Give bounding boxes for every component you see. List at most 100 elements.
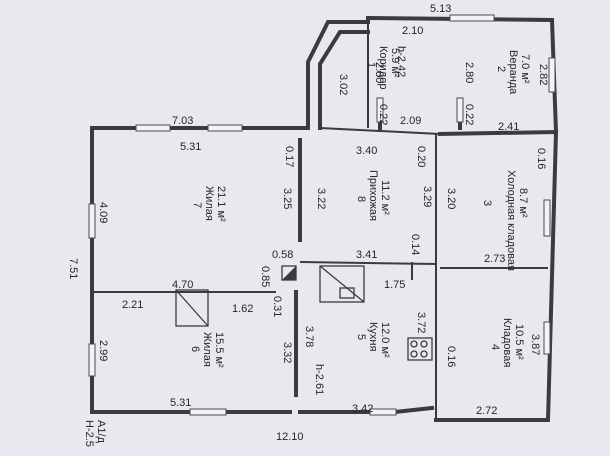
dim-hall-right: 3.29 <box>421 186 433 207</box>
window-bottom-2 <box>369 408 397 416</box>
room-2-veranda: 2 Веранда 7.0 м² <box>495 50 531 95</box>
dim-veranda-len: 2.80 <box>463 62 475 83</box>
dim-top-veranda: 5.13 <box>430 3 451 15</box>
dim-veranda-inner: 2.09 <box>400 115 421 127</box>
dim-kitchen-left: 3.78 <box>303 326 315 347</box>
chimney-fill <box>282 266 296 280</box>
dim-room4-right: 3.87 <box>529 334 541 355</box>
room-1-number: 1 <box>365 62 377 68</box>
window-top-1 <box>135 124 171 132</box>
burner-3 <box>410 350 418 358</box>
room-8-number: 8 <box>355 196 367 202</box>
window-veranda-right <box>548 57 556 93</box>
dim-bottom-room4: 2.72 <box>476 405 497 417</box>
burner-4 <box>420 350 428 358</box>
dim-bottom-room6: 5.31 <box>170 397 191 409</box>
dim-veranda-left: 3.02 <box>337 74 349 95</box>
window-storage-right <box>543 199 551 237</box>
kitchen-top-wall <box>299 261 437 265</box>
room-8-area: 11.2 м² <box>379 180 391 215</box>
dim-hall-left: 3.22 <box>315 188 327 209</box>
window-top-2 <box>207 124 243 132</box>
wardrobe <box>175 289 209 327</box>
veranda-outer-wall-right <box>365 15 559 135</box>
dim-kitchen-ceiling: h-2.61 <box>313 364 325 395</box>
dim-room7-right: 3.25 <box>281 188 293 209</box>
room-labels: 1 Коридор 5.9 м² 2 Веранда 7.0 м² 3 Холо… <box>189 46 531 368</box>
wardrobe-diagonal <box>175 289 209 327</box>
room-1-corridor: 1 Коридор 5.9 м² <box>365 46 401 89</box>
room-4-name: Кладовая <box>501 318 513 367</box>
room-5-number: 5 <box>355 334 367 340</box>
dim-085: 0.85 <box>259 266 271 287</box>
fixtures <box>175 265 433 361</box>
room-8-name: Прихожая <box>367 170 379 221</box>
dim-hall-width: 3.40 <box>356 145 377 157</box>
room-5-name: Кухня <box>367 322 379 351</box>
room-5-area: 12.0 м² <box>379 322 391 358</box>
dim-living-partition: 4.70 <box>172 279 193 291</box>
burner-2 <box>420 340 428 348</box>
dim-wall-014: 0.14 <box>409 234 421 255</box>
room-5-kitchen: 5 Кухня 12.0 м² <box>355 322 391 358</box>
kitchen-cooktop <box>407 337 433 361</box>
room-6-name: Жилая <box>201 332 213 367</box>
window-veranda-top <box>449 14 495 22</box>
room-7-name: Жилая <box>203 186 215 221</box>
hall-top-wall <box>319 127 441 135</box>
stamp-height: H-2.5 <box>83 420 95 447</box>
stamp-code: А1/д <box>95 420 107 444</box>
dim-corridor-len: 2.80 <box>373 62 385 83</box>
dim-kitchen-top: 3.41 <box>356 249 377 261</box>
dim-room3-bottom: 2.73 <box>484 253 505 265</box>
dim-top-main: 7.03 <box>172 115 193 127</box>
room-3-number: 3 <box>481 200 493 206</box>
dim-corridor-width: 2.10 <box>402 25 423 37</box>
dim-bottom-kitchen: 3.42 <box>352 403 373 415</box>
dim-room6-left: 2.21 <box>122 299 143 311</box>
dim-wall-016-top: 0.16 <box>535 148 547 169</box>
window-bottom-1 <box>189 408 227 416</box>
dim-veranda-wall: 0.22 <box>463 104 475 125</box>
room-4-number: 4 <box>489 344 501 350</box>
dim-ceiling-veranda: h-2.42 <box>395 46 407 77</box>
burner-1 <box>410 340 418 348</box>
dim-wall-016-bottom: 0.16 <box>445 346 457 367</box>
dim-room7-left: 4.09 <box>97 202 109 223</box>
veranda-inner-wall-left <box>318 30 370 130</box>
dim-room6-depth: 2.99 <box>97 340 109 361</box>
stove-box <box>319 265 365 303</box>
room-7-area: 21.1 м² <box>215 186 227 222</box>
window-left-2 <box>88 343 96 377</box>
windows <box>88 14 556 416</box>
dim-wall-017: 0.17 <box>283 146 295 167</box>
room-2-number: 2 <box>495 66 507 72</box>
room-4-storage: 4 Кладовая 10.5 м² <box>489 318 525 367</box>
dim-wall-020: 0.20 <box>415 146 427 167</box>
window-left-1 <box>88 203 96 239</box>
room-1-area: 5.9 м² <box>389 48 401 78</box>
dim-kitchen-175: 1.75 <box>384 279 405 291</box>
room-6-living: 6 Жилая 15.5 м² <box>189 332 225 368</box>
dim-058: 0.58 <box>272 249 293 261</box>
room-2-name: Веранда <box>507 50 519 95</box>
dim-room6-right-depth: 3.32 <box>281 342 293 363</box>
dim-room6-right: 1.62 <box>232 303 253 315</box>
dim-veranda-right: 2.82 <box>537 64 549 85</box>
room-1-name: Коридор <box>377 46 389 89</box>
storage-outer-wall <box>434 129 559 422</box>
room-7-number: 7 <box>191 202 203 208</box>
room-3-cold-storage: 3 Холодная кладовая 8.7 м² <box>481 170 529 271</box>
dim-room7-width: 5.31 <box>180 141 201 153</box>
room-3-name: Холодная кладовая <box>505 170 517 271</box>
dim-room3-left: 3.20 <box>445 188 457 209</box>
room-6-number: 6 <box>189 346 201 352</box>
dim-031: 0.31 <box>271 296 283 317</box>
window-veranda-inner <box>456 97 464 123</box>
corner-stamp: А1/д H-2.5 <box>83 420 107 447</box>
dim-total-width: 12.10 <box>276 431 304 443</box>
stove-diagonal <box>319 265 365 303</box>
room-6-area: 15.5 м² <box>213 332 225 368</box>
